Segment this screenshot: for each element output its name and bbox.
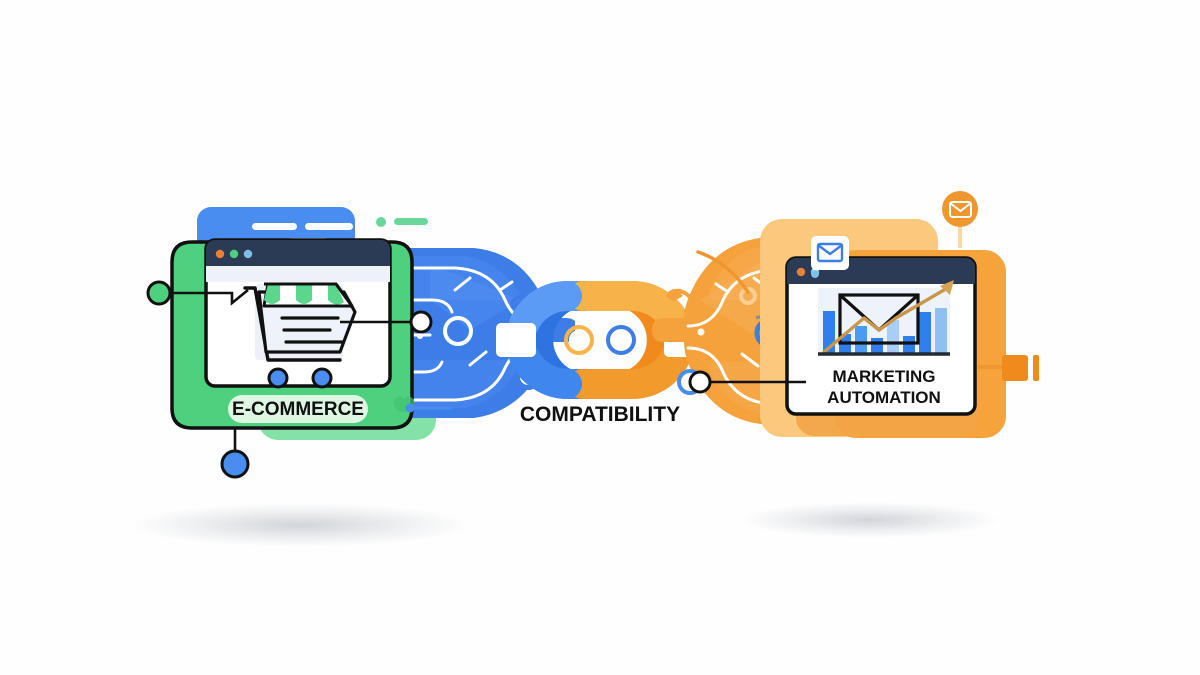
left-connector xyxy=(146,280,249,306)
dot-blue[interactable] xyxy=(243,249,253,259)
bar xyxy=(935,308,947,354)
bar-chart xyxy=(822,288,947,354)
shopping-cart-icon xyxy=(243,282,357,389)
ecommerce-label: E-COMMERCE xyxy=(228,395,368,423)
envelope-badge[interactable] xyxy=(942,191,978,248)
bar xyxy=(919,312,931,354)
bar xyxy=(903,336,915,354)
right-connector-left-panel xyxy=(340,310,433,334)
compatibility-label: COMPATIBILITY xyxy=(520,403,680,426)
ecommerce-label-text: E-COMMERCE xyxy=(232,399,364,420)
dot-green[interactable] xyxy=(229,249,239,259)
ma-left-connector xyxy=(688,370,806,394)
trend-line xyxy=(822,288,946,354)
ma-label-line2: AUTOMATION xyxy=(827,388,941,407)
shadow-right xyxy=(740,502,1000,538)
trend-arrow-head xyxy=(940,280,954,295)
accent-dash xyxy=(376,217,428,227)
bar xyxy=(887,320,899,354)
growth-arrow-small xyxy=(696,250,750,294)
ma-side-tab xyxy=(978,355,1039,381)
right-panel-group: MARKETING AUTOMATION xyxy=(652,191,1039,438)
bottom-connector xyxy=(220,428,250,479)
ecommerce-browser-window[interactable] xyxy=(204,238,392,389)
ma-label-line1: MARKETING xyxy=(833,367,936,386)
dot-orange[interactable] xyxy=(796,267,806,277)
bar xyxy=(871,338,883,354)
dot-orange[interactable] xyxy=(215,249,225,259)
ma-browser-window[interactable]: MARKETING AUTOMATION xyxy=(785,256,977,416)
accent-dot-right xyxy=(405,403,452,413)
bar xyxy=(855,326,867,354)
envelope-bubble[interactable] xyxy=(811,236,849,278)
shadow-left xyxy=(130,503,470,547)
